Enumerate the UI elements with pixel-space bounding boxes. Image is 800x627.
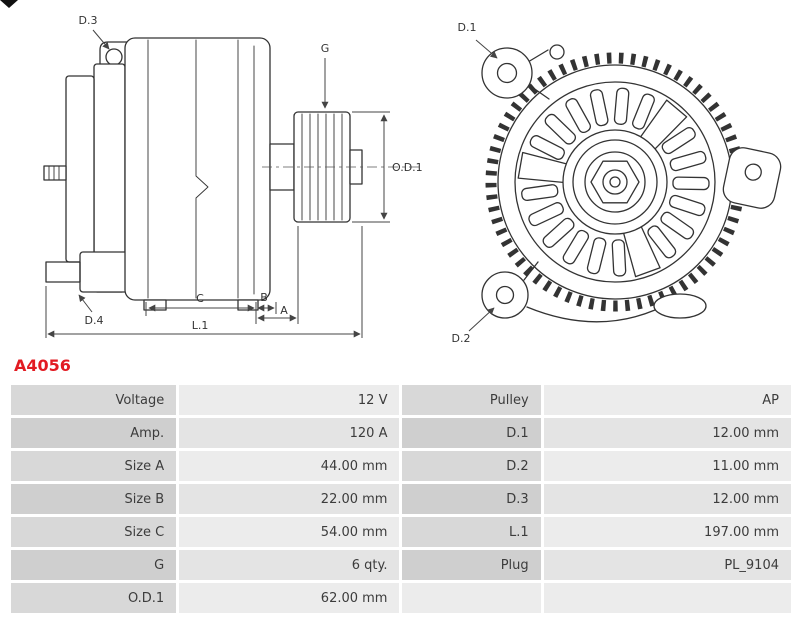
spec-value: AP (543, 385, 791, 415)
shaft-nut (590, 160, 640, 204)
front-view (481, 44, 782, 323)
table-row: O.D.1 62.00 mm (11, 583, 791, 613)
spec-value: 11.00 mm (543, 451, 791, 481)
part-number: A4056 (14, 356, 71, 375)
spec-label: D.2 (402, 451, 541, 481)
spec-value: 12 V (179, 385, 400, 415)
front-view-dimensions: D.1 D.2 (452, 21, 498, 345)
dim-label-d4: D.4 (85, 314, 104, 327)
table-row: Voltage 12 V Pulley AP (11, 385, 791, 415)
table-row: G 6 qty. Plug PL_9104 (11, 550, 791, 580)
spec-value: 12.00 mm (543, 418, 791, 448)
dim-label-l1: L.1 (192, 319, 209, 332)
alternator-drawing: D.3 G O.D.1 D.4 (0, 0, 782, 345)
spec-label-empty (402, 583, 541, 613)
dim-label-d3: D.3 (79, 14, 98, 27)
spec-label: G (11, 550, 177, 580)
spec-value: 120 A (179, 418, 400, 448)
spec-label: L.1 (402, 517, 541, 547)
dim-label-d1: D.1 (458, 21, 477, 34)
spec-value-empty (543, 583, 791, 613)
spec-label: Size C (11, 517, 177, 547)
dim-label-b: B (260, 291, 268, 304)
spec-label: Size A (11, 451, 177, 481)
dim-label-g: G (321, 42, 330, 55)
spec-label: Size B (11, 484, 177, 514)
table-row: Size A 44.00 mm D.2 11.00 mm (11, 451, 791, 481)
spec-value: 12.00 mm (543, 484, 791, 514)
spec-label: O.D.1 (11, 583, 177, 613)
dim-label-c: C (196, 292, 204, 305)
technical-diagram: D.3 G O.D.1 D.4 (0, 0, 782, 345)
table-row: Size B 22.00 mm D.3 12.00 mm (11, 484, 791, 514)
dim-label-a: A (280, 304, 288, 317)
dim-label-od1: O.D.1 (392, 161, 423, 174)
spec-value: 22.00 mm (179, 484, 400, 514)
spec-label: Amp. (11, 418, 177, 448)
spec-value: 62.00 mm (179, 583, 400, 613)
spec-label: Plug (402, 550, 541, 580)
dim-label-d2: D.2 (452, 332, 471, 345)
corner-mark (0, 0, 18, 8)
spec-value: PL_9104 (543, 550, 791, 580)
spec-label: Pulley (402, 385, 541, 415)
spec-value: 44.00 mm (179, 451, 400, 481)
side-view-dimensions: D.3 G O.D.1 D.4 (45, 14, 423, 338)
table-row: Amp. 120 A D.1 12.00 mm (11, 418, 791, 448)
spec-value: 197.00 mm (543, 517, 791, 547)
spec-label: D.3 (402, 484, 541, 514)
spec-value: 6 qty. (179, 550, 400, 580)
spec-table: Voltage 12 V Pulley AP Amp. 120 A D.1 12… (8, 382, 794, 616)
spec-label: D.1 (402, 418, 541, 448)
table-row: Size C 54.00 mm L.1 197.00 mm (11, 517, 791, 547)
spec-label: Voltage (11, 385, 177, 415)
side-view (43, 37, 420, 311)
spec-value: 54.00 mm (179, 517, 400, 547)
